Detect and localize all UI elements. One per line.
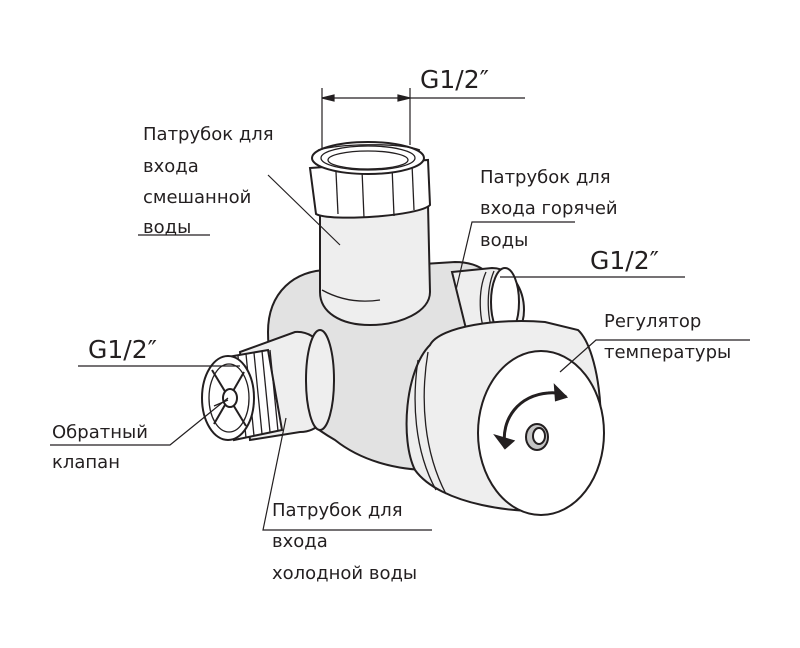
temperature-regulator xyxy=(405,319,605,516)
top-dimension: G1/2″ xyxy=(321,65,525,150)
svg-text:входа: входа xyxy=(272,531,328,552)
svg-text:Патрубок для: Патрубок для xyxy=(272,500,403,521)
label-check-valve: Обратный клапан xyxy=(52,422,148,473)
svg-text:воды: воды xyxy=(143,217,191,238)
left-thread-size: G1/2″ xyxy=(88,335,157,364)
svg-text:Обратный: Обратный xyxy=(52,422,148,443)
left-dimension: G1/2″ xyxy=(78,335,240,367)
svg-text:Регулятор: Регулятор xyxy=(604,311,701,332)
svg-text:воды: воды xyxy=(480,230,528,251)
right-thread-size: G1/2″ xyxy=(590,246,659,275)
hex-nut xyxy=(308,158,432,219)
label-mixed-outlet: Патрубок для входа смешанной воды xyxy=(143,124,274,238)
svg-text:клапан: клапан xyxy=(52,452,120,473)
check-valve-icon xyxy=(211,369,247,427)
svg-text:входа: входа xyxy=(143,156,199,177)
label-cold-inlet: Патрубок для входа холодной воды xyxy=(272,500,417,584)
top-thread-size: G1/2″ xyxy=(420,65,489,94)
svg-text:температуры: температуры xyxy=(604,342,731,363)
valve-drawing xyxy=(201,141,605,516)
svg-text:смешанной: смешанной xyxy=(143,187,251,208)
svg-text:Патрубок для: Патрубок для xyxy=(143,124,274,145)
right-dimension: G1/2″ xyxy=(500,246,685,278)
cold-inlet-pipe xyxy=(201,329,335,442)
label-hot-inlet: Патрубок для входа горячей воды xyxy=(480,167,618,251)
svg-text:входа горячей: входа горячей xyxy=(480,198,618,219)
mixed-outlet-pipe xyxy=(308,141,432,327)
svg-text:холодной воды: холодной воды xyxy=(272,563,417,584)
label-regulator: Регулятор температуры xyxy=(604,311,731,363)
callout-leaders xyxy=(50,174,750,531)
svg-text:Патрубок для: Патрубок для xyxy=(480,167,611,188)
